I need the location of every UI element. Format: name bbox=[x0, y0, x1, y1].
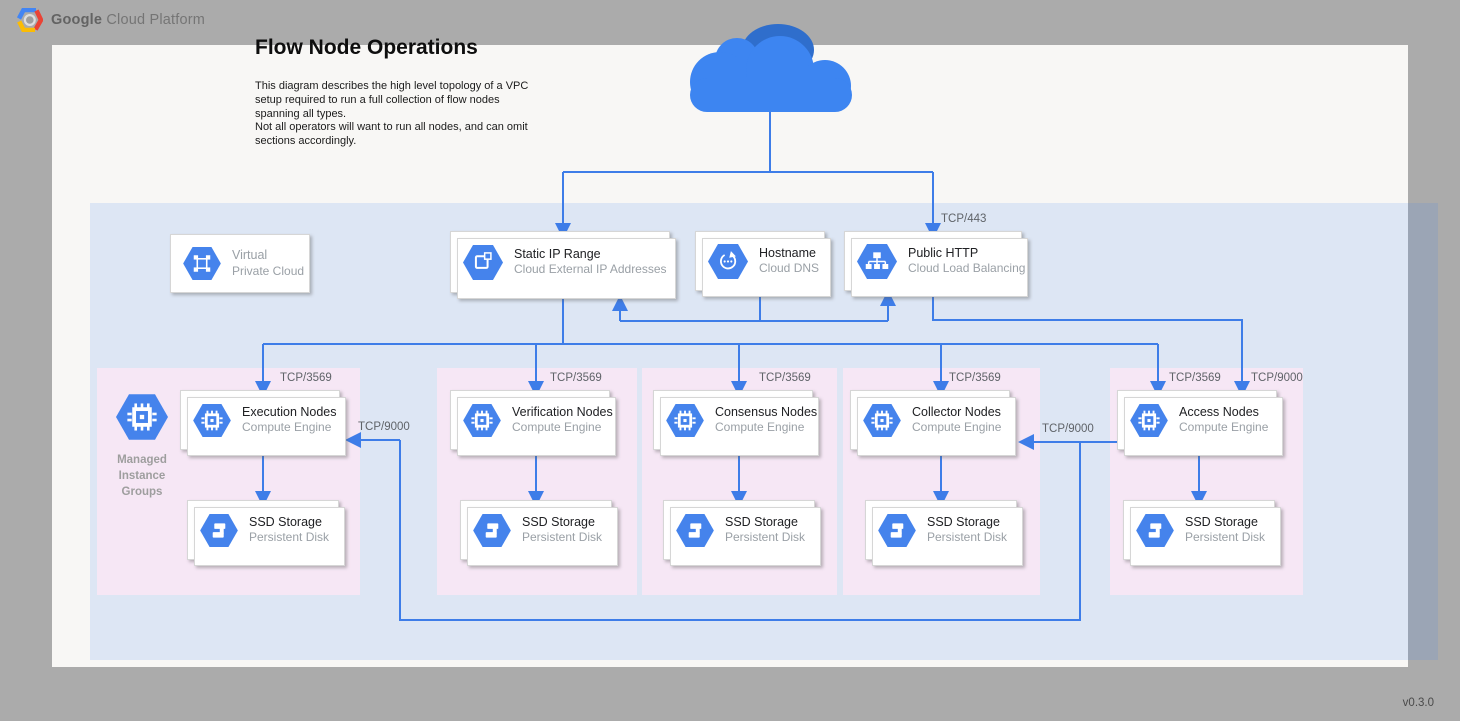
vpc-icon bbox=[183, 247, 221, 280]
collector-nodes-subtitle: Compute Engine bbox=[912, 420, 1002, 434]
dns-icon bbox=[708, 244, 748, 279]
execution-nodes-subtitle: Compute Engine bbox=[242, 420, 332, 434]
compute-engine-icon bbox=[1130, 404, 1168, 437]
consensus-ssd-card-text: SSD Storage Persistent Disk bbox=[725, 515, 805, 546]
ssd-storage-title: SSD Storage bbox=[249, 514, 322, 529]
hostname-card-text: Hostname Cloud DNS bbox=[759, 246, 819, 277]
verification-nodes-card: Verification Nodes Compute Engine bbox=[450, 390, 616, 456]
verification-nodes-title: Verification Nodes bbox=[512, 404, 613, 419]
page-title: Flow Node Operations bbox=[255, 36, 478, 59]
ssd-storage-title: SSD Storage bbox=[1185, 514, 1258, 529]
static-ip-card-title: Static IP Range bbox=[514, 246, 601, 261]
ssd-storage-title: SSD Storage bbox=[725, 514, 798, 529]
consensus-nodes-subtitle: Compute Engine bbox=[715, 420, 805, 434]
gcp-header-brand: Google Cloud Platform bbox=[16, 8, 205, 32]
public-http-card-text: Public HTTP Cloud Load Balancing bbox=[908, 246, 1025, 277]
gcp-logo-icon bbox=[16, 8, 43, 32]
persistent-disk-icon bbox=[676, 514, 714, 547]
persistent-disk-icon bbox=[878, 514, 916, 547]
execution-ssd-card: SSD Storage Persistent Disk bbox=[187, 500, 345, 566]
vpc-card-text: Virtual Private Cloud bbox=[232, 248, 304, 279]
compute-engine-icon bbox=[193, 404, 231, 437]
consensus-nodes-card: Consensus Nodes Compute Engine bbox=[653, 390, 819, 456]
access-nodes-card: Access Nodes Compute Engine bbox=[1117, 390, 1283, 456]
port-label-tcp3569: TCP/3569 bbox=[759, 372, 811, 384]
static-ip-range-card: Static IP Range Cloud External IP Addres… bbox=[450, 231, 676, 299]
virtual-private-cloud-card: Virtual Private Cloud bbox=[170, 234, 310, 293]
port-label-tcp9000: TCP/9000 bbox=[1251, 372, 1303, 384]
compute-engine-icon bbox=[463, 404, 501, 437]
page-description: This diagram describes the high level to… bbox=[255, 80, 529, 148]
compute-engine-icon bbox=[666, 404, 704, 437]
vpc-card-subtitle: Private Cloud bbox=[232, 263, 305, 278]
ssd-storage-subtitle: Persistent Disk bbox=[927, 530, 1008, 544]
consensus-ssd-card: SSD Storage Persistent Disk bbox=[663, 500, 821, 566]
verification-nodes-subtitle: Compute Engine bbox=[512, 420, 602, 434]
collector-ssd-card-text: SSD Storage Persistent Disk bbox=[927, 515, 1007, 546]
version-label: v0.3.0 bbox=[1402, 697, 1434, 709]
verification-nodes-card-text: Verification Nodes Compute Engine bbox=[512, 405, 613, 436]
public-http-card: Public HTTP Cloud Load Balancing bbox=[844, 231, 1028, 297]
port-label-tcp443: TCP/443 bbox=[941, 213, 987, 225]
ssd-storage-title: SSD Storage bbox=[927, 514, 1000, 529]
persistent-disk-icon bbox=[1136, 514, 1174, 547]
ssd-storage-subtitle: Persistent Disk bbox=[1185, 530, 1266, 544]
persistent-disk-icon bbox=[473, 514, 511, 547]
collector-nodes-title: Collector Nodes bbox=[912, 404, 1001, 419]
managed-instance-groups-icon bbox=[116, 394, 168, 440]
collector-nodes-card-text: Collector Nodes Compute Engine bbox=[912, 405, 1001, 436]
port-label-tcp9000: TCP/9000 bbox=[358, 421, 410, 433]
execution-nodes-card: Execution Nodes Compute Engine bbox=[180, 390, 346, 456]
brand-text: Google Cloud Platform bbox=[51, 12, 205, 28]
public-http-card-subtitle: Cloud Load Balancing bbox=[908, 261, 1026, 275]
consensus-nodes-card-text: Consensus Nodes Compute Engine bbox=[715, 405, 817, 436]
hostname-card-subtitle: Cloud DNS bbox=[759, 261, 820, 275]
managed-instance-groups-label: Managed Instance Groups bbox=[117, 454, 167, 498]
vpc-card-title: Virtual bbox=[232, 248, 268, 262]
consensus-nodes-title: Consensus Nodes bbox=[715, 404, 818, 419]
load-balancer-icon bbox=[857, 244, 897, 279]
port-label-tcp3569: TCP/3569 bbox=[280, 372, 332, 384]
collector-nodes-card: Collector Nodes Compute Engine bbox=[850, 390, 1016, 456]
access-nodes-title: Access Nodes bbox=[1179, 404, 1259, 419]
ssd-storage-subtitle: Persistent Disk bbox=[522, 530, 603, 544]
collector-ssd-card: SSD Storage Persistent Disk bbox=[865, 500, 1023, 566]
ssd-storage-subtitle: Persistent Disk bbox=[725, 530, 806, 544]
internet-cloud-icon bbox=[690, 24, 852, 112]
hostname-card: Hostname Cloud DNS bbox=[695, 231, 831, 297]
public-http-card-title: Public HTTP bbox=[908, 245, 979, 260]
brand-cloud-platform: Cloud Platform bbox=[106, 12, 206, 28]
compute-engine-icon bbox=[863, 404, 901, 437]
port-label-tcp3569: TCP/3569 bbox=[550, 372, 602, 384]
port-label-tcp3569: TCP/3569 bbox=[1169, 372, 1221, 384]
ssd-storage-title: SSD Storage bbox=[522, 514, 595, 529]
access-nodes-subtitle: Compute Engine bbox=[1179, 420, 1269, 434]
external-ip-icon bbox=[463, 245, 503, 280]
port-label-tcp3569: TCP/3569 bbox=[949, 372, 1001, 384]
brand-google: Google bbox=[51, 12, 103, 28]
static-ip-card-subtitle: Cloud External IP Addresses bbox=[514, 262, 667, 276]
verification-ssd-card: SSD Storage Persistent Disk bbox=[460, 500, 618, 566]
verification-ssd-card-text: SSD Storage Persistent Disk bbox=[522, 515, 602, 546]
ssd-storage-subtitle: Persistent Disk bbox=[249, 530, 330, 544]
execution-nodes-card-text: Execution Nodes Compute Engine bbox=[242, 405, 337, 436]
port-label-tcp9000: TCP/9000 bbox=[1042, 423, 1094, 435]
hostname-card-title: Hostname bbox=[759, 245, 816, 260]
static-ip-card-text: Static IP Range Cloud External IP Addres… bbox=[514, 247, 667, 278]
access-ssd-card-text: SSD Storage Persistent Disk bbox=[1185, 515, 1265, 546]
persistent-disk-icon bbox=[200, 514, 238, 547]
access-ssd-card: SSD Storage Persistent Disk bbox=[1123, 500, 1281, 566]
execution-ssd-card-text: SSD Storage Persistent Disk bbox=[249, 515, 329, 546]
access-nodes-card-text: Access Nodes Compute Engine bbox=[1179, 405, 1268, 436]
execution-nodes-title: Execution Nodes bbox=[242, 404, 337, 419]
